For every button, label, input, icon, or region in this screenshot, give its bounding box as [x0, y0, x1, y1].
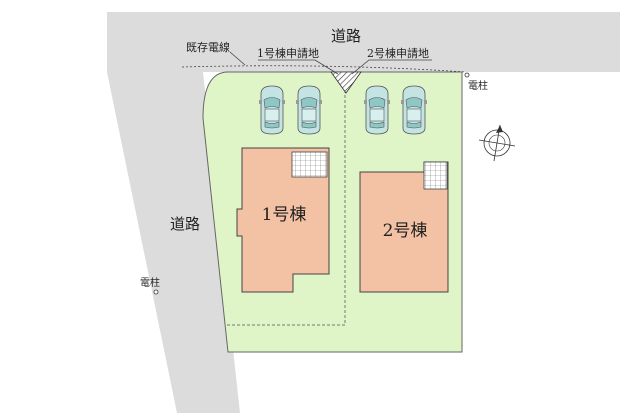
existing-power-line-label: 既存電線: [186, 40, 230, 54]
road-left-label: 道路: [170, 215, 200, 233]
lot2-leader: [351, 59, 432, 75]
building-1: [236, 147, 330, 293]
car-4: [400, 85, 428, 135]
road-top: [107, 12, 620, 72]
building-1-deck: [291, 151, 328, 178]
power-line: [181, 65, 467, 73]
car-2: [295, 85, 323, 135]
car-3: [363, 85, 391, 135]
north-compass-icon: [478, 124, 516, 162]
lot1-application-label: 1号棟申請地: [257, 46, 319, 60]
building-2-deck: [423, 161, 448, 190]
lot-divider: [226, 80, 346, 326]
utility-pole-right: [464, 72, 470, 78]
lot2-application-label: 2号棟申請地: [367, 46, 429, 60]
utility-pole-right-label: 電柱: [468, 79, 488, 92]
building-1-label: 1号棟: [262, 205, 307, 225]
lot1-leader: [258, 59, 339, 75]
power-line-leader: [229, 51, 246, 66]
utility-pole-left-label: 電柱: [140, 276, 160, 289]
car-1: [258, 85, 286, 135]
shared-access-triangle: [330, 71, 362, 94]
building-2-label: 2号棟: [383, 221, 428, 241]
road-top-label: 道路: [331, 27, 361, 45]
utility-pole-left: [153, 289, 159, 295]
